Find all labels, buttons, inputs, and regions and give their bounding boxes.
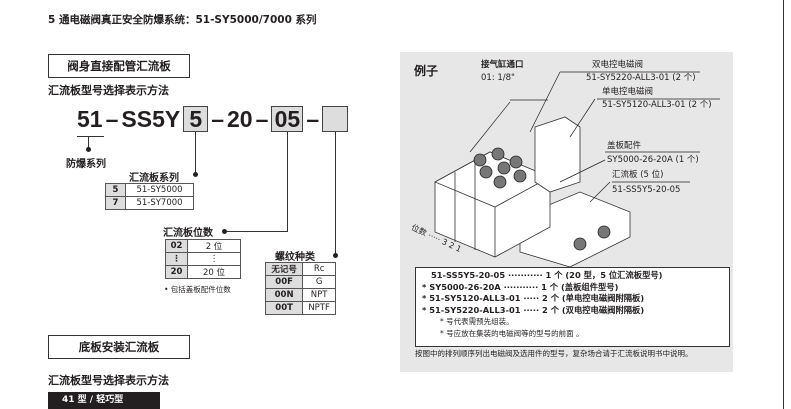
stations-note: • 包括盖板配件位数 xyxy=(164,285,231,294)
cell: 2 位 xyxy=(187,239,241,253)
cell: 00F xyxy=(264,275,304,289)
model-code: 51 – SS5Y 5 – 20 – 05 – xyxy=(77,106,349,132)
note: * 号代表需预先组装。 xyxy=(440,317,514,326)
section-box-base-mounted: 底板安装汇流板 xyxy=(48,335,190,359)
cyl-port-label: 接气缸通口 xyxy=(481,60,524,70)
underline xyxy=(77,136,104,137)
leader xyxy=(88,137,89,149)
cell: Rc xyxy=(302,262,336,276)
list-item: * SY5000-26-20A ··········· 1 个 (盖板组件型号) xyxy=(422,281,619,292)
cell: G xyxy=(302,275,336,289)
section-heading: 汇流板型号选择表示方法 xyxy=(48,374,169,387)
code-stations-box: 05 xyxy=(271,106,304,132)
code-size: 20 xyxy=(227,106,253,132)
page-title: 5 通电磁阀真正安全防爆系统：51-SY5000/7000 系列 xyxy=(48,14,317,26)
example-footer: 按图中的排列顺序列出电磁阀及选用件的型号，复杂场合请于汇流板说明书中说明。 xyxy=(415,349,693,358)
single-solenoid-value: 51-SY5120-ALL3-01 (2 个) xyxy=(602,100,712,110)
list-item: 51-SS5Y5-20-05 ··········· 1 个 (20 型，5 位… xyxy=(431,270,663,280)
cell: 51-SY5000 xyxy=(125,183,194,197)
list-item: * 51-SY5120-ALL3-01 ····· 2 个 (单电控电磁阀附隔板… xyxy=(422,293,645,303)
dot xyxy=(86,147,91,152)
double-solenoid-value: 51-SY5220-ALL3-01 (2 个) xyxy=(586,73,696,83)
cell: 无记号 xyxy=(264,262,304,276)
cell: 00T xyxy=(264,301,304,315)
list-item: * 51-SY5220-ALL3-01 ····· 2 个 (双电控电磁阀附隔板… xyxy=(422,304,645,315)
cell: 5 xyxy=(105,183,126,197)
section-box-direct-piping: 阀身直接配管汇流板 xyxy=(48,54,190,78)
stations-label: 汇流板位数 xyxy=(163,228,213,239)
blank-plate-value: SY5000-26-20A (1 个) xyxy=(607,155,699,165)
leader xyxy=(335,132,336,255)
type-tag: 41 型 / 轻巧型 xyxy=(48,392,160,409)
code-series-box: 5 xyxy=(183,106,209,132)
cell: ⋮ xyxy=(187,252,241,266)
cell: ⋮ xyxy=(165,252,188,266)
manifold-value: 51-SS5Y5-20-05 xyxy=(612,185,681,195)
cell: 51-SY7000 xyxy=(125,196,194,210)
dot xyxy=(333,253,338,258)
single-solenoid-label: 单电控电磁阀 xyxy=(602,87,654,97)
double-solenoid-label: 双电控电磁阀 xyxy=(592,60,644,70)
manifold-label: 汇流板 (5 位) xyxy=(612,170,664,180)
section-heading: 汇流板型号选择表示方法 xyxy=(48,84,169,97)
cell: 20 位 xyxy=(187,265,241,279)
code-mid: SS5Y xyxy=(121,106,181,132)
code-prefix: 51 xyxy=(77,106,103,132)
valve-manifold-illustration xyxy=(434,71,720,267)
example-title: 例子 xyxy=(414,64,439,78)
cell: 00N xyxy=(264,288,304,302)
code-dash: – xyxy=(306,106,320,132)
cell: NPT xyxy=(302,288,336,302)
cell: NPTF xyxy=(302,301,336,315)
note: * 号应放在集装的电磁阀等的型号的前面 。 xyxy=(440,328,584,338)
code-dash: – xyxy=(255,106,269,132)
cell: 02 xyxy=(165,239,188,253)
dot xyxy=(222,229,227,234)
leader xyxy=(287,132,288,232)
code-dash: – xyxy=(211,106,225,132)
leader xyxy=(195,132,196,174)
thread-label: 螺纹种类 xyxy=(275,252,315,263)
cyl-port-value: 01: 1/8" xyxy=(481,73,515,83)
code-thread-box xyxy=(322,106,349,132)
explosion-label: 防爆系列 xyxy=(66,159,106,170)
series-label: 汇流板系列 xyxy=(129,173,179,184)
divider xyxy=(783,0,784,409)
cell: 20 xyxy=(165,265,188,279)
leader xyxy=(224,231,288,232)
example-order-list: 51-SS5Y5-20-05 ··········· 1 个 (20 型，5 位… xyxy=(415,267,730,347)
cell: 7 xyxy=(105,196,126,210)
blank-plate-label: 盖板配件 xyxy=(607,141,642,151)
dot xyxy=(193,172,198,177)
code-dash: – xyxy=(105,106,119,132)
